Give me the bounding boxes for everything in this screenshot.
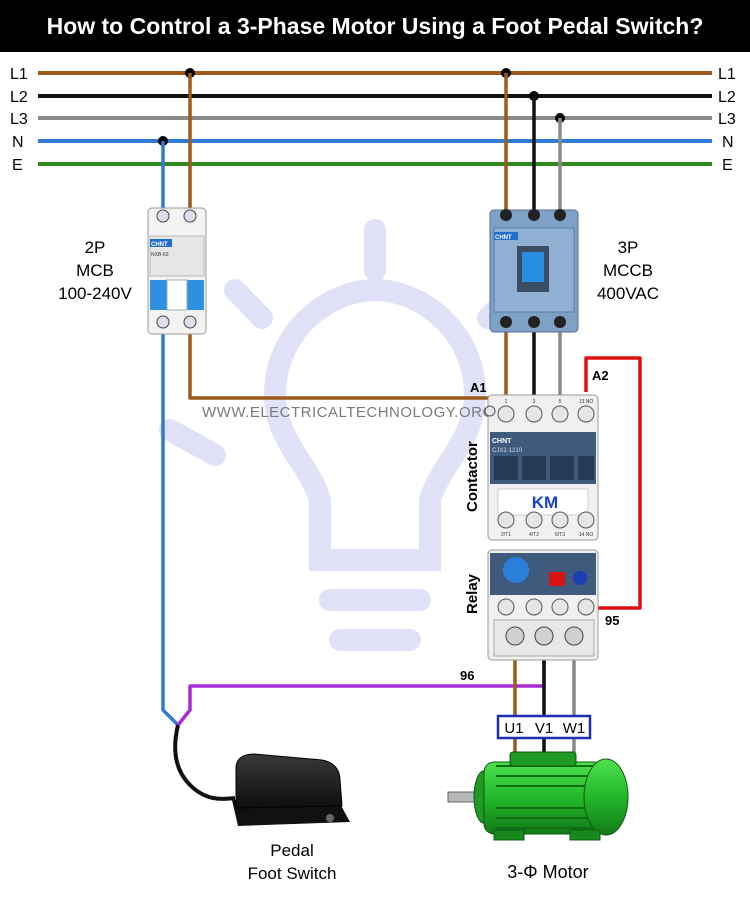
relay-side-label: Relay: [464, 573, 481, 614]
contactor-a2-label: A2: [592, 368, 609, 383]
contactor-top-terminal-3: 5: [559, 399, 562, 405]
contactor-bottom-terminal-2: 4/T2: [529, 532, 539, 538]
overload-relay-device[interactable]: [487, 549, 599, 661]
pedal-label-line2: Foot Switch: [248, 864, 337, 883]
motor-terminal-v1: V1: [535, 720, 553, 737]
watermark-text: WWW.ELECTRICALTECHNOLOGY.ORG: [202, 404, 495, 421]
mcb-label-type: MCB: [76, 261, 114, 280]
mccb-brand: CHNT: [495, 235, 512, 241]
pedal-label-line1: Pedal: [270, 841, 313, 860]
contactor-bottom-terminal-4: 14 NO: [579, 532, 594, 538]
motor-label: 3-Φ Motor: [507, 862, 588, 882]
contactor-brand: CHNT: [492, 438, 512, 445]
contactor-top-terminal-1: 1: [505, 399, 508, 405]
motor-icon[interactable]: [447, 751, 629, 841]
contactor-device[interactable]: CHNT CJX2-1210 KM 2/T1 4/T2 6/T3 14 N: [484, 394, 599, 541]
bus-label-l2-left: L2: [10, 89, 28, 106]
mcb-device[interactable]: CHNT NXB-63: [147, 207, 207, 335]
mcb-model: NXB-63: [151, 252, 169, 258]
foot-pedal-icon[interactable]: [232, 753, 350, 826]
motor-terminal-w1: W1: [563, 720, 586, 737]
mccb-label-voltage: 400VAC: [597, 284, 659, 303]
pedal-cable: [173, 724, 236, 801]
mcb-brand: CHNT: [151, 242, 168, 248]
mccb-device[interactable]: CHNT: [489, 209, 579, 333]
bus-label-l1-left: L1: [10, 66, 28, 83]
contactor-top-terminal-2: 3: [533, 399, 536, 405]
mcb-label-poles: 2P: [85, 238, 106, 257]
motor-terminal-u1: U1: [504, 720, 523, 737]
bus-label-l1-right: L1: [718, 66, 736, 83]
contactor-top-terminal-4: 13 NO: [579, 399, 594, 405]
relay-terminal-95: 95: [605, 613, 619, 628]
motor-terminal-box: U1 V1 W1: [496, 714, 592, 740]
contactor-a1-label: A1: [470, 380, 487, 395]
bus-label-n-right: N: [722, 134, 734, 151]
contactor-model: CJX2-1210: [492, 448, 523, 454]
wire-a2-to-95: [584, 356, 642, 610]
wire-mcb-n-to-pedal: [161, 330, 180, 727]
contactor-bottom-terminal-3: 6/T3: [555, 532, 565, 538]
bus-label-e-left: E: [12, 157, 23, 174]
contactor-side-label: Contactor: [464, 441, 481, 512]
mcb-label-voltage: 100-240V: [58, 284, 132, 303]
contactor-bottom-terminal-1: 2/T1: [501, 532, 511, 538]
mccb-label-type: MCCB: [603, 261, 653, 280]
bus-label-e-right: E: [722, 157, 733, 174]
mccb-label-poles: 3P: [618, 238, 639, 257]
relay-terminal-96: 96: [460, 668, 474, 683]
bus-lines: [38, 71, 712, 166]
wire-mcb-to-a1: [188, 330, 492, 410]
bus-label-l2-right: L2: [718, 89, 736, 106]
bus-label-l3-right: L3: [718, 111, 736, 128]
contactor-tag: KM: [532, 493, 558, 512]
bus-label-l3-left: L3: [10, 111, 28, 128]
page-title: How to Control a 3-Phase Motor Using a F…: [0, 0, 750, 52]
bus-label-n-left: N: [12, 134, 24, 151]
